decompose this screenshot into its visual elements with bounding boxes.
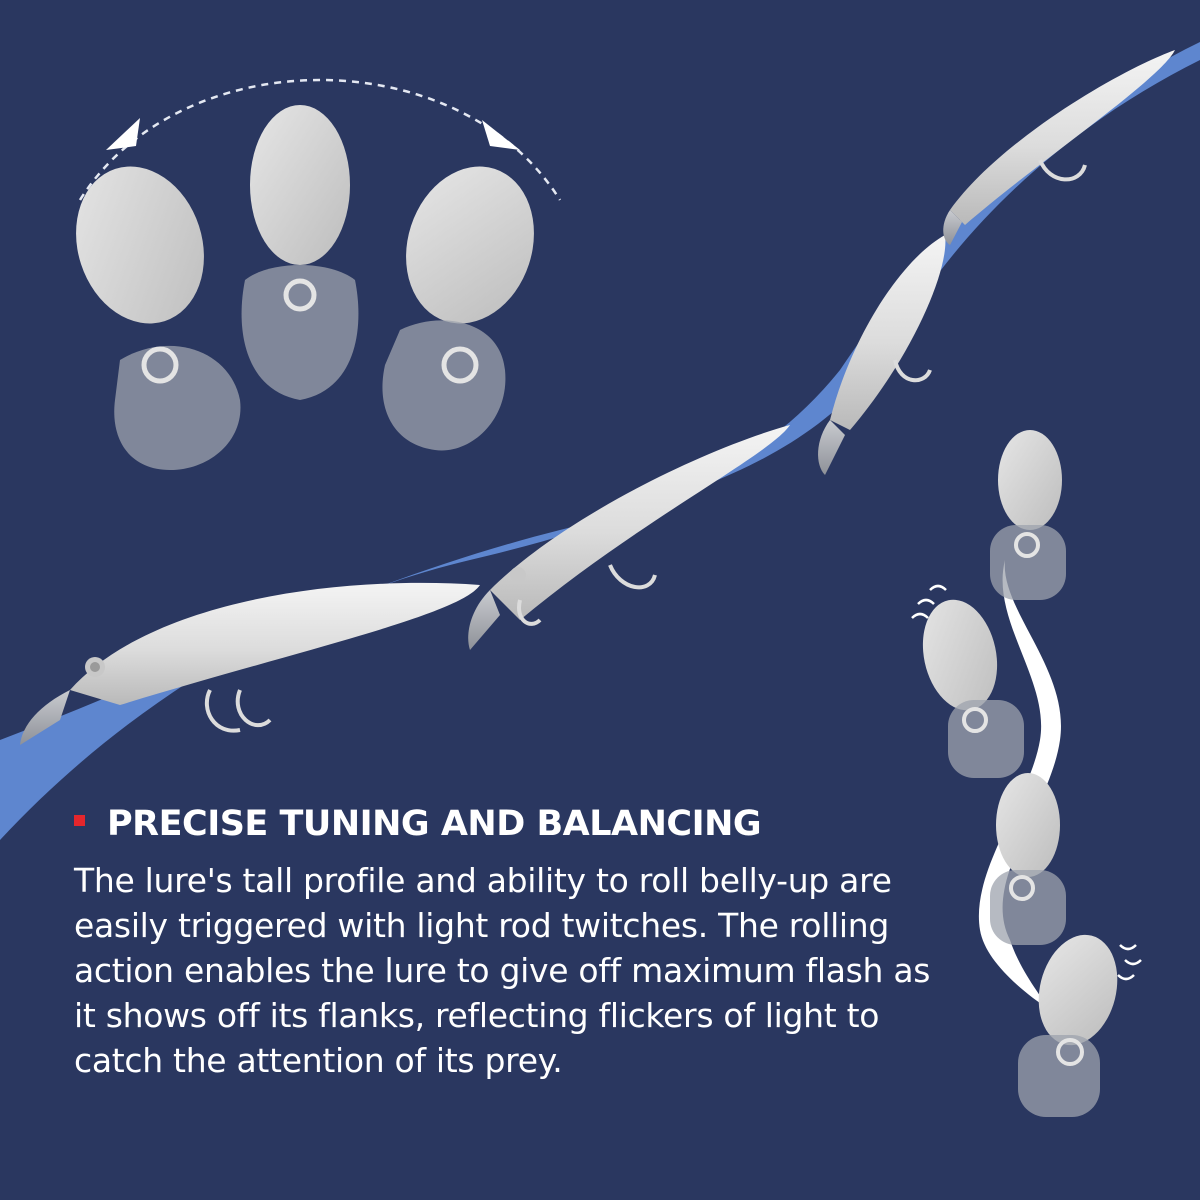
vibration-squiggle-icon [911,584,1142,981]
rolling-lure-2 [922,599,1024,778]
rotation-arrow-icon [78,78,562,201]
rolling-lure-1 [990,430,1066,600]
minnow-lure-4 [943,50,1175,245]
feature-text-block: PRECISE TUNING AND BALANCING The lure's … [74,800,934,1083]
feature-heading-row: PRECISE TUNING AND BALANCING [74,800,934,848]
front-view-lure-left [76,166,241,470]
front-view-lure-center [241,105,359,400]
minnow-lure-1 [20,582,480,745]
rolling-lure-3 [990,773,1066,945]
minnow-lure-3 [818,235,946,475]
rolling-lure-4 [1018,934,1118,1117]
front-view-lure-right [382,166,534,451]
minnow-lure-2 [468,425,790,650]
red-square-bullet [74,814,85,826]
feature-description: The lure's tall profile and ability to r… [74,861,931,1080]
feature-heading: PRECISE TUNING AND BALANCING [107,804,762,844]
